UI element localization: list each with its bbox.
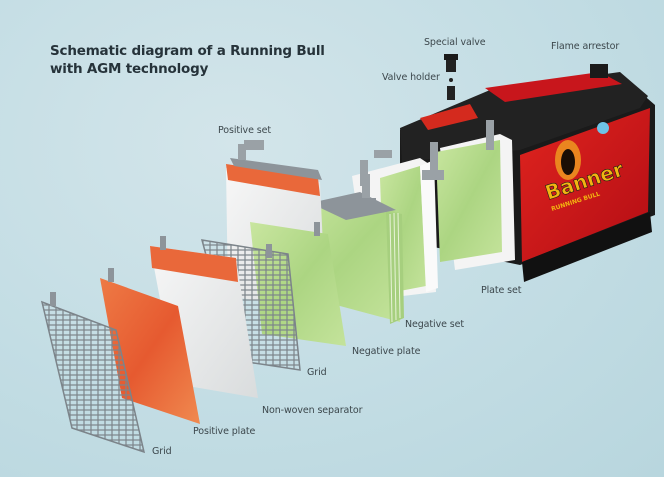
flame-arrestor-part (590, 64, 608, 78)
label-grid-inner: Grid (307, 367, 327, 378)
label-negative-plate: Negative plate (352, 346, 421, 357)
label-negative-set: Negative set (405, 319, 464, 330)
special-valve-part (444, 54, 458, 100)
grid-outer (40, 292, 146, 454)
title-line-2: with AGM technology (50, 61, 209, 77)
label-valve-holder: Valve holder (382, 72, 440, 83)
badge-icon (597, 122, 609, 134)
valve-holder-part (447, 86, 455, 100)
title-line-1: Schematic diagram of a Running Bull (50, 43, 325, 59)
label-special-valve: Special valve (424, 37, 486, 48)
label-flame-arrestor: Flame arrestor (551, 41, 620, 52)
diagram-title: Schematic diagram of a Running Bull with… (50, 42, 325, 78)
label-grid-outer: Grid (152, 446, 172, 457)
label-positive-set: Positive set (218, 125, 271, 136)
plate-set (352, 120, 515, 300)
label-non-woven-separator: Non-woven separator (262, 405, 363, 416)
label-positive-plate: Positive plate (193, 426, 256, 437)
label-plate-set: Plate set (481, 285, 522, 296)
